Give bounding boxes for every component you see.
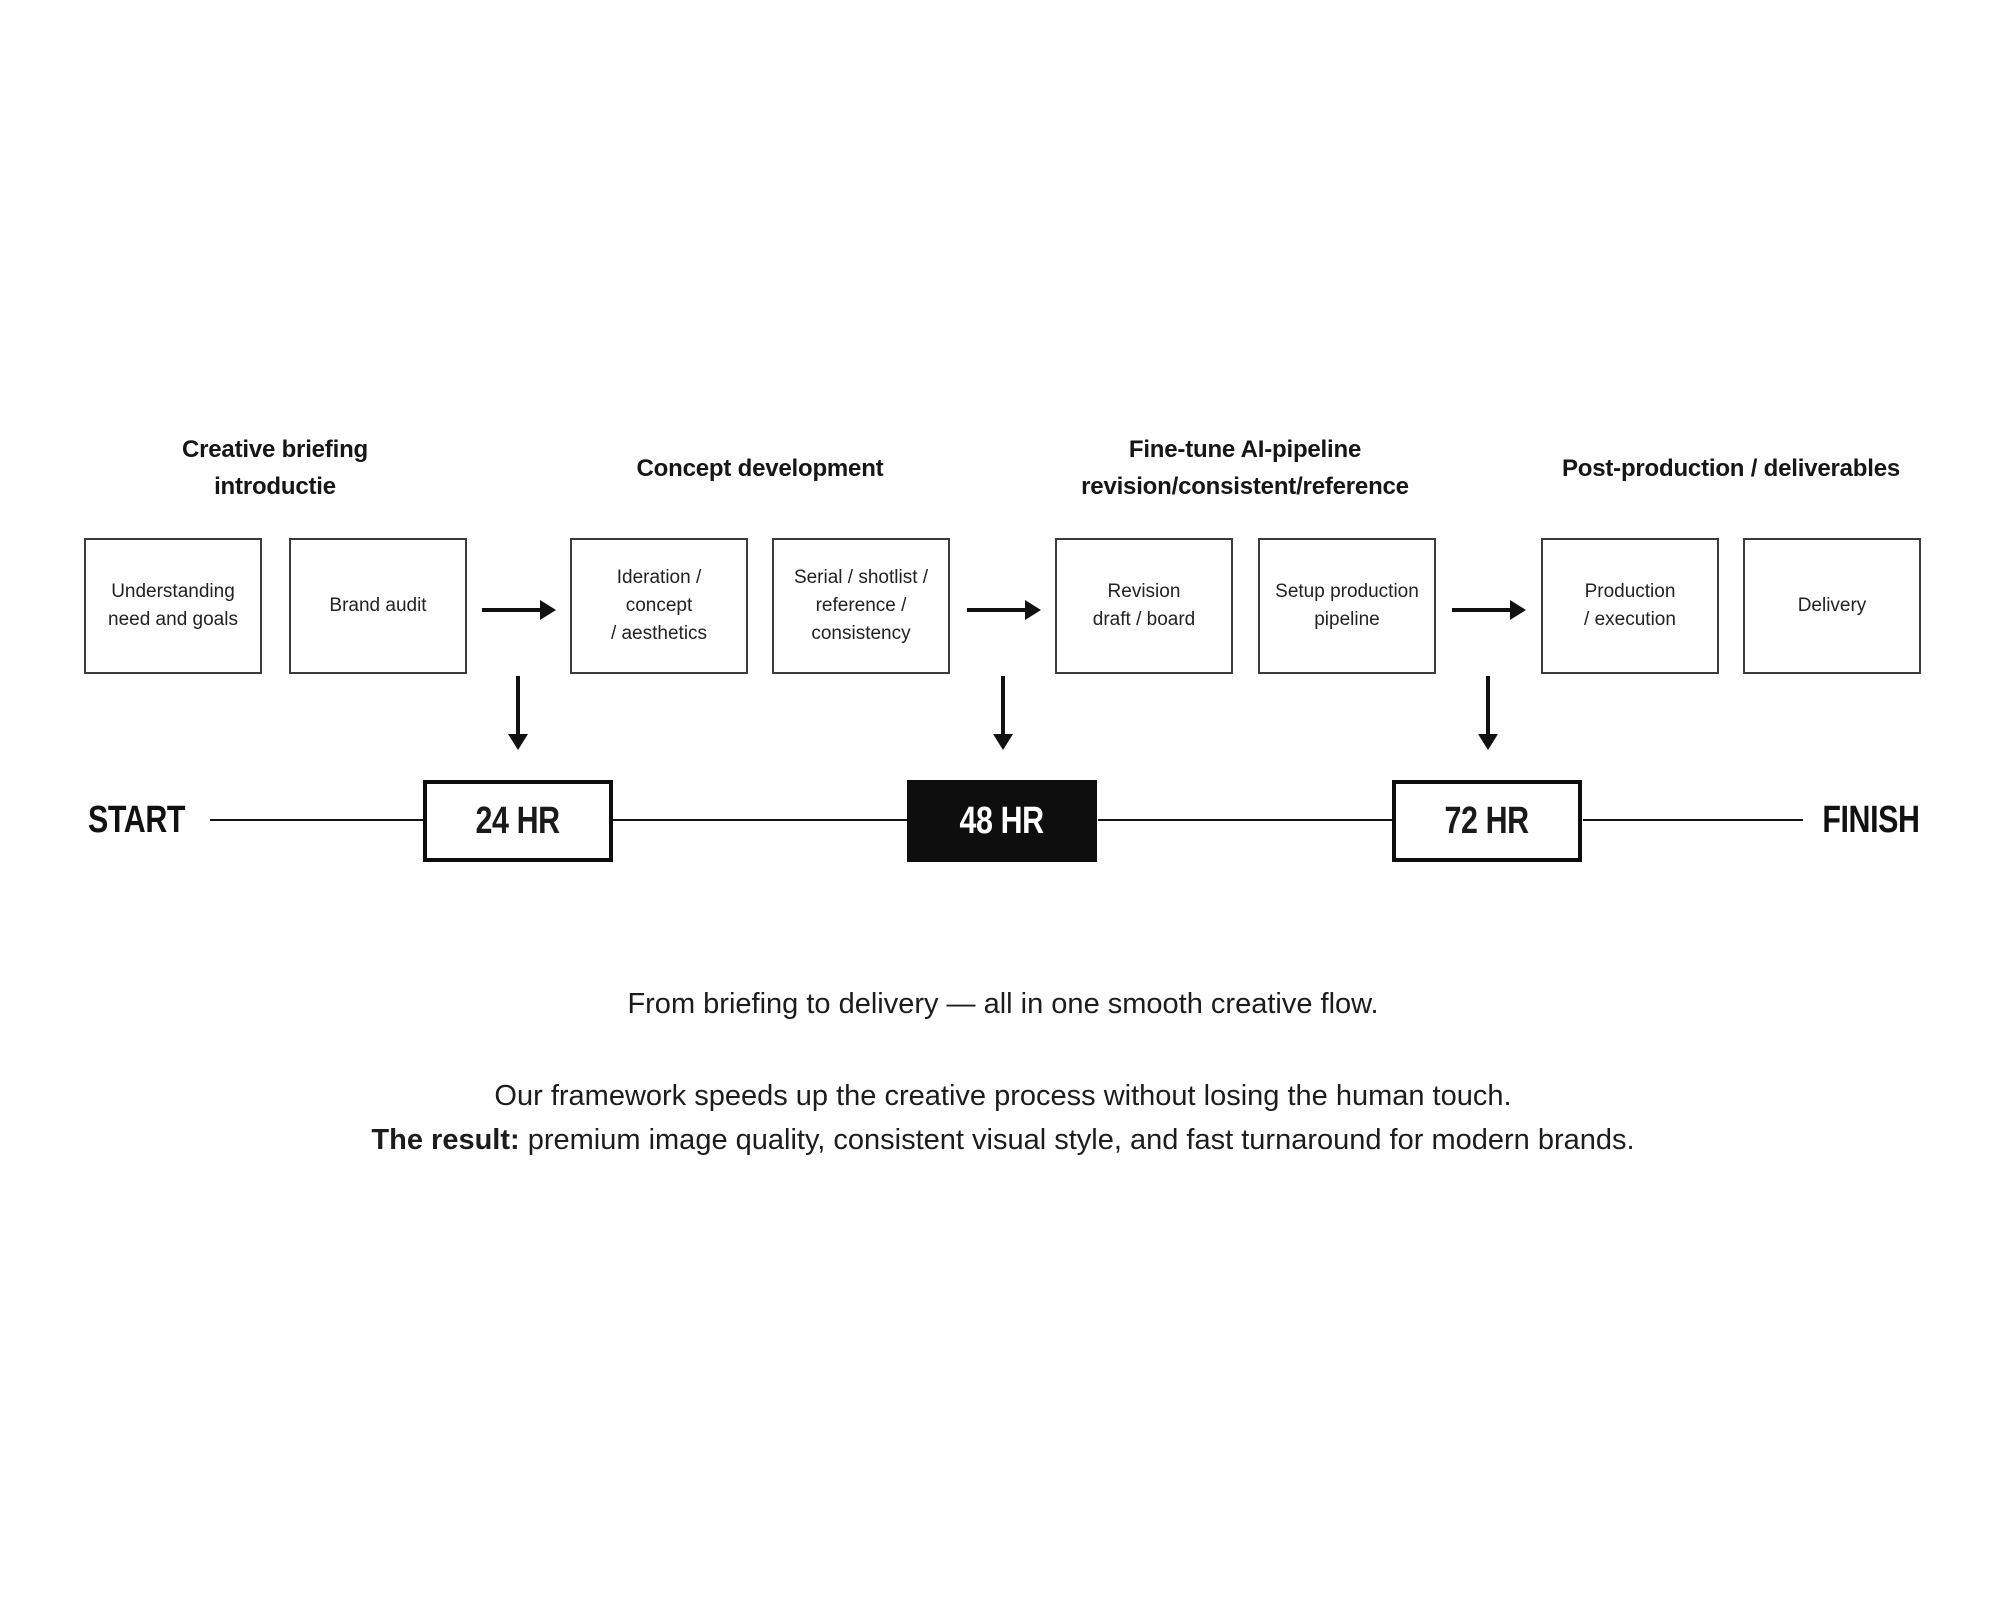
result-statement: The result: premium image quality, consi…	[0, 1118, 2006, 1162]
process-box-revision-draft-board: Revision draft / board	[1055, 538, 1233, 674]
arrow-down-icon-3	[1486, 676, 1490, 734]
milestone-48hr-label: 48 HR	[959, 799, 1045, 842]
stage-heading-fine-tune-ai-pipeline: Fine-tune AI-pipeline revision/consisten…	[1081, 436, 1409, 500]
process-box-production-execution: Production / execution	[1541, 538, 1719, 674]
stage-heading-concept-development: Concept development	[636, 454, 884, 482]
summary-paragraph: Our framework speeds up the creative pro…	[0, 1074, 2006, 1162]
process-box-delivery: Delivery	[1743, 538, 1921, 674]
milestone-48hr: 48 HR	[907, 780, 1097, 862]
arrow-right-icon-3	[1452, 608, 1510, 612]
arrow-right-icon-2	[967, 608, 1025, 612]
milestone-72hr-label: 72 HR	[1444, 799, 1530, 842]
process-box-setup-production-pipeline: Setup production pipeline	[1258, 538, 1436, 674]
stage-heading-creative-briefing: Creative briefing introductie	[182, 436, 368, 500]
timeline-line-segment-1	[210, 819, 423, 821]
timeline-finish-text: FINISH	[1822, 799, 1921, 841]
arrow-right-icon-1	[482, 608, 540, 612]
tagline-text: From briefing to delivery — all in one s…	[627, 988, 1379, 1020]
timeline-line-segment-2	[613, 819, 908, 821]
arrow-down-icon-2	[1001, 676, 1005, 734]
milestone-24hr-label: 24 HR	[475, 799, 561, 842]
timeline-line-segment-4	[1583, 819, 1803, 821]
timeline-line-segment-3	[1098, 819, 1393, 821]
process-box-serial-shotlist-reference: Serial / shotlist / reference / consiste…	[772, 538, 950, 674]
timeline-start-label: START	[88, 797, 209, 843]
result-text: premium image quality, consistent visual…	[519, 1124, 1635, 1156]
stage-heading-post-production: Post-production / deliverables	[1561, 454, 1901, 482]
milestone-24hr: 24 HR	[423, 780, 613, 862]
arrow-down-icon-1	[516, 676, 520, 734]
framework-description: Our framework speeds up the creative pro…	[494, 1080, 1512, 1112]
process-box-understanding-needs: Understanding need and goals	[84, 538, 262, 674]
result-label: The result:	[371, 1124, 520, 1156]
process-box-ideration-concept-aesthetics: Ideration / concept / aesthetics	[570, 538, 748, 674]
timeline-finish-label: FINISH	[1798, 797, 1921, 843]
process-box-brand-audit: Brand audit	[289, 538, 467, 674]
timeline-start-text: START	[88, 799, 186, 841]
milestone-72hr: 72 HR	[1392, 780, 1582, 862]
